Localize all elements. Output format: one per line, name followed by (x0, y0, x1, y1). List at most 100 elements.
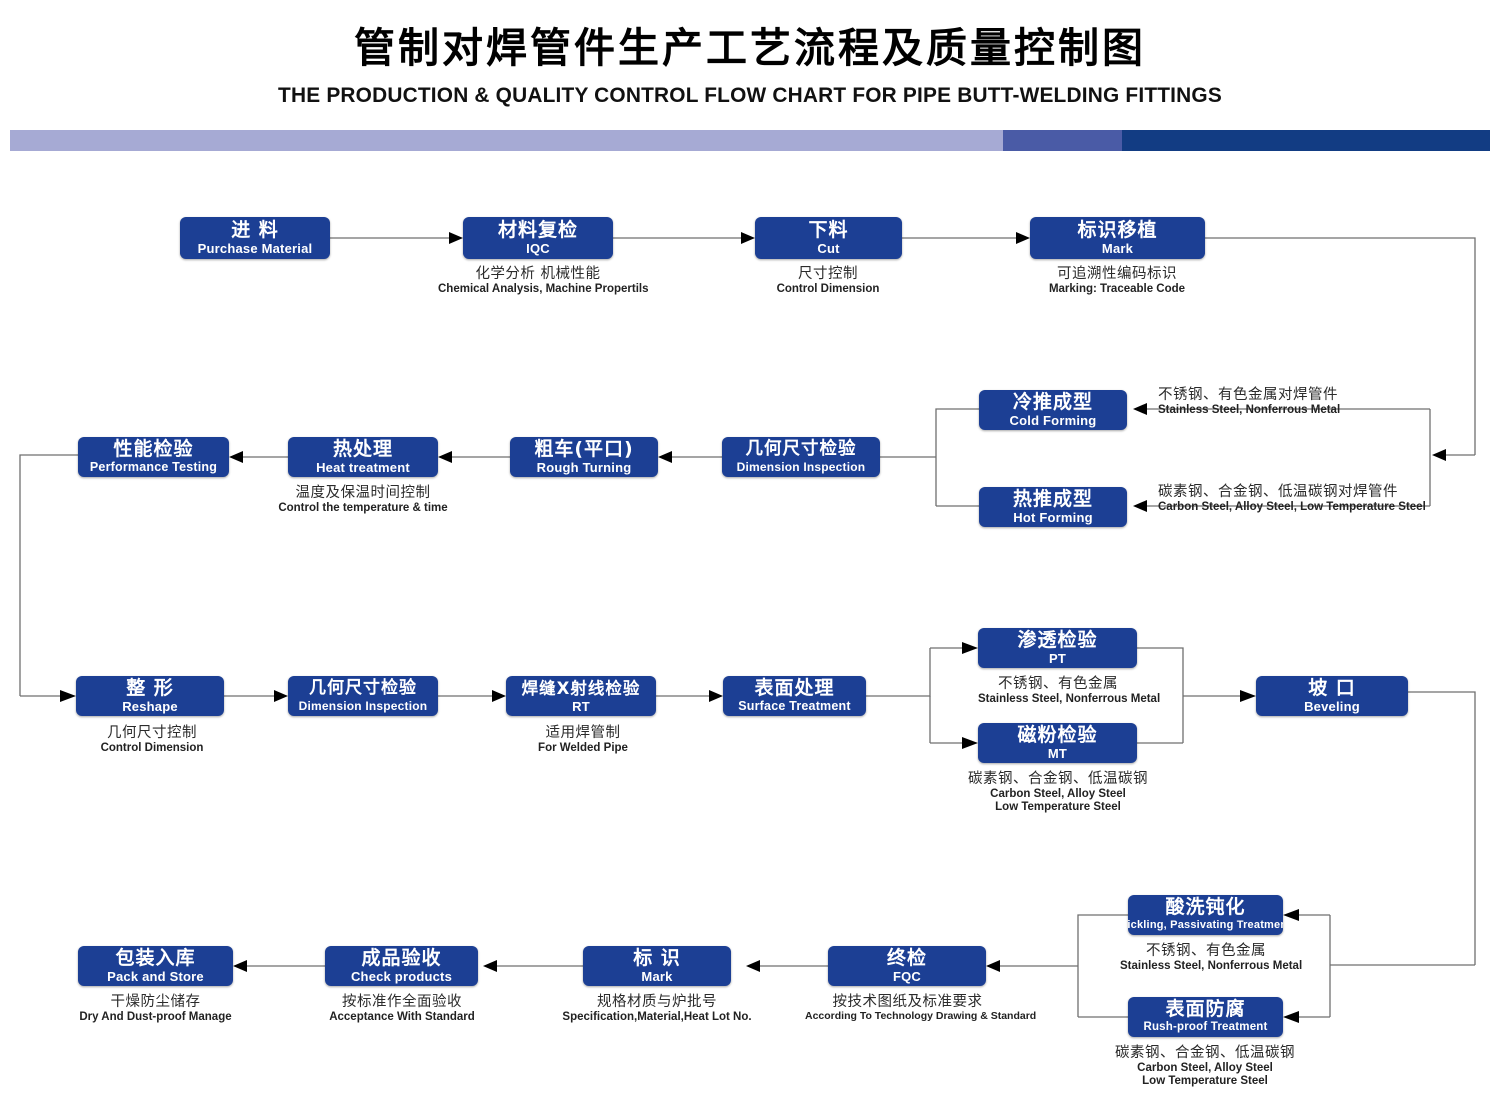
node-label-en: Purchase Material (197, 241, 313, 256)
caption-en: According To Technology Drawing & Standa… (805, 1010, 1037, 1023)
node-heat-treatment[interactable]: 热处理 Heat treatment (288, 437, 438, 477)
node-check-products[interactable]: 成品验收 Check products (325, 946, 478, 986)
node-beveling[interactable]: 坡 口 Beveling (1256, 676, 1408, 716)
caption-rustproof: 碳素钢、合金钢、低温碳钢 Carbon Steel, Alloy Steel L… (1105, 1045, 1305, 1088)
node-label-en: Dimension Inspection (736, 460, 866, 474)
node-label-cn: 整 形 (126, 677, 174, 699)
node-label-en: Cold Forming (1009, 413, 1097, 428)
caption-cn: 适用焊管制 (545, 725, 621, 741)
node-mark-transplant[interactable]: 标识移植 Mark (1030, 217, 1205, 259)
node-label-en: Surface Treatment (738, 699, 851, 713)
node-cut[interactable]: 下料 Cut (755, 217, 902, 259)
caption-cn: 规格材质与炉批号 (597, 994, 717, 1010)
node-label-en: IQC (526, 241, 550, 256)
edge-label-cn: 碳素钢、合金钢、低温碳钢对焊管件 (1158, 484, 1398, 500)
caption-en: Specification,Material,Heat Lot No. (562, 1011, 752, 1024)
node-pack-and-store[interactable]: 包装入库 Pack and Store (78, 946, 233, 986)
node-iqc[interactable]: 材料复检 IQC (463, 217, 613, 259)
node-label-cn: 表面处理 (754, 677, 835, 699)
node-label-cn: 进 料 (231, 219, 279, 241)
caption-en2: Low Temperature Steel (1142, 1075, 1268, 1088)
node-dimension-inspection-1[interactable]: 几何尺寸检验 Dimension Inspection (722, 437, 880, 477)
caption-check-products: 按标准作全面验收 Acceptance With Standard (308, 994, 496, 1024)
node-label-en: Mark (1101, 241, 1134, 256)
caption-en: Marking: Traceable Code (1048, 283, 1186, 296)
node-dimension-inspection-2[interactable]: 几何尺寸检验 Dimension Inspection (288, 676, 438, 716)
node-label-en: Beveling (1304, 699, 1360, 714)
caption-cn: 按技术图纸及标准要求 (832, 994, 983, 1010)
node-rt-inspection[interactable]: 焊缝X射线检验 RT (506, 676, 656, 716)
node-rough-turning[interactable]: 粗车(平口) Rough Turning (510, 437, 658, 477)
node-label-cn: 表面防腐 (1165, 998, 1246, 1020)
node-surface-treatment[interactable]: 表面处理 Surface Treatment (723, 676, 866, 716)
caption-en: Carbon Steel, Alloy Steel (990, 788, 1126, 801)
caption-fqc: 按技术图纸及标准要求 According To Technology Drawi… (805, 994, 1037, 1023)
node-mt-inspection[interactable]: 磁粉检验 MT (978, 723, 1137, 763)
node-label-cn: 冷推成型 (1012, 391, 1093, 413)
caption-en: Control Dimension (100, 742, 204, 755)
node-label-cn: 标 识 (633, 947, 681, 969)
node-label-cn: 几何尺寸检验 (745, 439, 857, 459)
header-bar-dark (1122, 130, 1490, 151)
caption-rt: 适用焊管制 For Welded Pipe (508, 725, 658, 755)
node-performance-testing[interactable]: 性能检验 Performance Testing (78, 437, 229, 477)
node-label-en: Reshape (122, 699, 178, 714)
node-label-cn: 磁粉检验 (1017, 724, 1098, 746)
caption-cn: 碳素钢、合金钢、低温碳钢 (1115, 1045, 1295, 1061)
edge-label-cn: 不锈钢、有色金属对焊管件 (1158, 387, 1338, 403)
caption-en: Acceptance With Standard (329, 1011, 475, 1024)
caption-cn: 可追溯性编码标识 (1057, 266, 1177, 282)
node-label-en: Pack and Store (107, 969, 204, 984)
edge-label-cold-material: 不锈钢、有色金属对焊管件 Stainless Steel, Nonferrous… (1158, 387, 1340, 417)
caption-pickling: 不锈钢、有色金属 Stainless Steel, Nonferrous Met… (1120, 943, 1303, 973)
caption-cn: 温度及保温时间控制 (295, 485, 431, 501)
node-label-cn: 粗车(平口) (534, 438, 634, 460)
node-mark-final[interactable]: 标 识 Mark (583, 946, 731, 986)
node-reshape[interactable]: 整 形 Reshape (76, 676, 224, 716)
node-label-en: Rough Turning (536, 460, 632, 475)
node-cold-forming[interactable]: 冷推成型 Cold Forming (979, 390, 1127, 430)
caption-en: Control Dimension (776, 283, 880, 296)
node-label-cn: 标识移植 (1077, 219, 1158, 241)
node-rustproof-treatment[interactable]: 表面防腐 Rush-proof Treatment (1128, 997, 1283, 1037)
caption-en: Control the temperature & time (278, 502, 448, 515)
page-title-cn: 管制对焊管件生产工艺流程及质量控制图 (354, 24, 1146, 72)
node-label-cn: 终检 (886, 947, 927, 969)
caption-en: Stainless Steel, Nonferrous Metal (978, 693, 1161, 706)
node-label-cn: 酸洗钝化 (1165, 896, 1246, 918)
node-label-cn: 性能检验 (113, 438, 194, 460)
node-label-en: FQC (892, 969, 922, 984)
edge-label-en: Carbon Steel, Alloy Steel, Low Temperatu… (1158, 501, 1426, 514)
caption-cn: 按标准作全面验收 (342, 994, 462, 1010)
node-label-cn: 渗透检验 (1017, 629, 1098, 651)
node-label-cn: 热推成型 (1012, 488, 1093, 510)
node-label-cn: 坡 口 (1308, 677, 1356, 699)
caption-cn: 几何尺寸控制 (107, 725, 197, 741)
caption-en: Chemical Analysis, Machine Propertils (438, 283, 649, 296)
node-fqc[interactable]: 终检 FQC (828, 946, 986, 986)
caption-iqc: 化学分析 机械性能 Chemical Analysis, Machine Pro… (438, 266, 649, 296)
caption-en: Carbon Steel, Alloy Steel (1137, 1062, 1273, 1075)
caption-en: Stainless Steel, Nonferrous Metal (1120, 960, 1303, 973)
node-pickling-passivating[interactable]: 酸洗钝化 Pickling, Passivating Treatment (1128, 895, 1283, 935)
caption-en: For Welded Pipe (538, 742, 628, 755)
node-label-cn: 几何尺寸检验 (309, 678, 417, 698)
header-bar-light (10, 130, 1003, 151)
page-title-en: THE PRODUCTION & QUALITY CONTROL FLOW CH… (278, 83, 1222, 107)
header-bar-mid (1003, 130, 1122, 151)
caption-pack-and-store: 干燥防尘储存 Dry And Dust-proof Manage (58, 994, 253, 1024)
caption-mt: 碳素钢、合金钢、低温碳钢 Carbon Steel, Alloy Steel L… (958, 771, 1158, 814)
caption-cn: 不锈钢、有色金属 (998, 676, 1118, 692)
node-label-cn: 下料 (808, 219, 849, 241)
caption-cn: 干燥防尘储存 (110, 994, 201, 1010)
node-label-en: Check products (350, 969, 453, 984)
node-purchase-material[interactable]: 进 料 Purchase Material (180, 217, 330, 259)
node-label-en: MT (1047, 746, 1068, 761)
caption-en2: Low Temperature Steel (995, 801, 1121, 814)
node-hot-forming[interactable]: 热推成型 Hot Forming (979, 487, 1127, 527)
node-label-en: Rush-proof Treatment (1143, 1021, 1268, 1033)
caption-cn: 化学分析 机械性能 (475, 266, 601, 282)
node-label-en: Pickling, Passivating Treatment (1128, 919, 1283, 931)
node-pt-inspection[interactable]: 渗透检验 PT (978, 628, 1137, 668)
caption-pt: 不锈钢、有色金属 Stainless Steel, Nonferrous Met… (978, 676, 1161, 706)
